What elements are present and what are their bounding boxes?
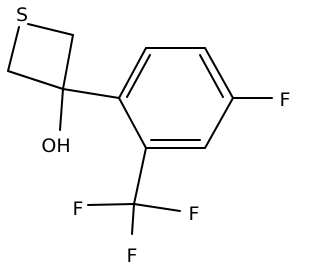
ring-bond-3 [204, 47, 234, 99]
benzene-ring [118, 47, 234, 149]
fluorine-cf3-right-label: F [189, 203, 200, 225]
bond-c-top-c3 [62, 34, 74, 90]
sulfur-atom-label: S [16, 4, 28, 26]
bond-c-bottom-s [7, 26, 20, 72]
bond-cf3-f-left [87, 203, 135, 206]
ring-bond-1-inner [126, 54, 151, 98]
chemical-structure: S OH F F F F [7, 4, 291, 267]
ring-bond-3-inner [199, 54, 224, 98]
ring-bond-1 [118, 47, 147, 99]
bond-cf3-f-right [133, 203, 181, 212]
bond-c3-oh [59, 88, 64, 131]
bond-cf3-f-bottom [131, 203, 135, 235]
bond-c3-c-bottom [7, 70, 64, 90]
ring-bond-6 [118, 97, 147, 149]
bond-c3-aryl [62, 88, 120, 99]
fluorine-cf3-bottom-label: F [127, 245, 138, 267]
trifluoromethyl-group [87, 147, 181, 235]
hydroxyl-label: OH [41, 135, 70, 157]
bond-s-c-top [27, 23, 74, 36]
ring-bond-4 [204, 97, 234, 149]
bond-ring-cf3 [133, 147, 147, 205]
fluorine-cf3-left-label: F [73, 198, 84, 220]
thietane-ring [7, 23, 74, 90]
fluorine-ring-label: F [280, 89, 291, 111]
